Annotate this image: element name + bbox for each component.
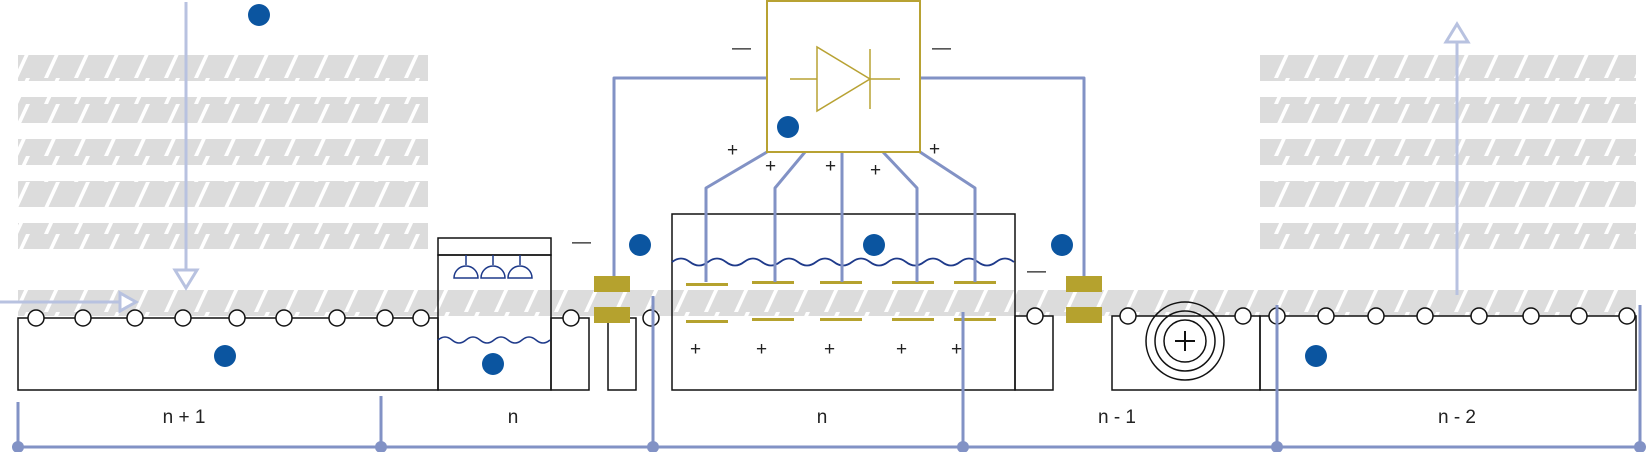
small-tank [607,317,637,391]
arrow-right-icon [118,290,140,314]
right-coil-stack [1260,55,1636,249]
diode-icon [790,45,900,113]
minus-sign: — [1027,261,1046,282]
plus-sign: + [825,156,836,177]
plus-sign: + [765,156,776,177]
pulley-icon [1145,301,1225,381]
left-coil-stack [18,55,428,249]
flow-down-arrow [172,2,200,291]
plus-sign: + [870,160,881,181]
contact-blocks [594,276,1102,323]
label-n-main: n [817,407,828,428]
plating-tank-side [1014,315,1054,391]
minus-sign: — [932,38,951,59]
flow-in-arrow [0,290,140,314]
plus-sign: + [951,339,962,360]
wiring [16,76,1642,449]
rinse-liquid [437,336,551,344]
plus-sign: + [756,339,767,360]
label-n-minus-2: n - 2 [1438,407,1476,428]
dot-marker-icon [214,4,1327,375]
arrow-down-icon [172,268,200,291]
section-labels: n + 1 n n n - 1 n - 2 [163,407,1476,428]
plus-sign: + [929,139,940,160]
plus-sign: + [727,140,738,161]
minus-sign: — [732,38,751,59]
junction-dots [12,441,1646,452]
polarity-symbols: — — — — + + + + + + + + + + [572,38,1046,360]
label-n-plus-1: n + 1 [163,407,206,428]
anode-plates [686,281,996,323]
left-contact-bottom [594,307,630,323]
rinse-tank-side [550,317,590,391]
plus-sign: + [690,339,701,360]
arrow-up-icon [1443,21,1471,44]
spray-nozzle-icon [453,255,533,279]
plus-sign: + [824,339,835,360]
label-n-minus-1: n - 1 [1098,407,1136,428]
rinse-tank-header [437,237,552,256]
minus-sign: — [572,232,591,253]
strip-band [18,290,1636,316]
tank-n-minus-2 [1259,315,1637,391]
rollers [27,307,1636,327]
plus-sign: + [896,339,907,360]
left-contact-top [594,276,630,292]
right-contact-bottom [1066,307,1102,323]
right-contact-top [1066,276,1102,292]
label-n-rinse: n [508,407,519,428]
flow-up-arrow [1443,21,1471,295]
pulley-box [1111,315,1261,391]
